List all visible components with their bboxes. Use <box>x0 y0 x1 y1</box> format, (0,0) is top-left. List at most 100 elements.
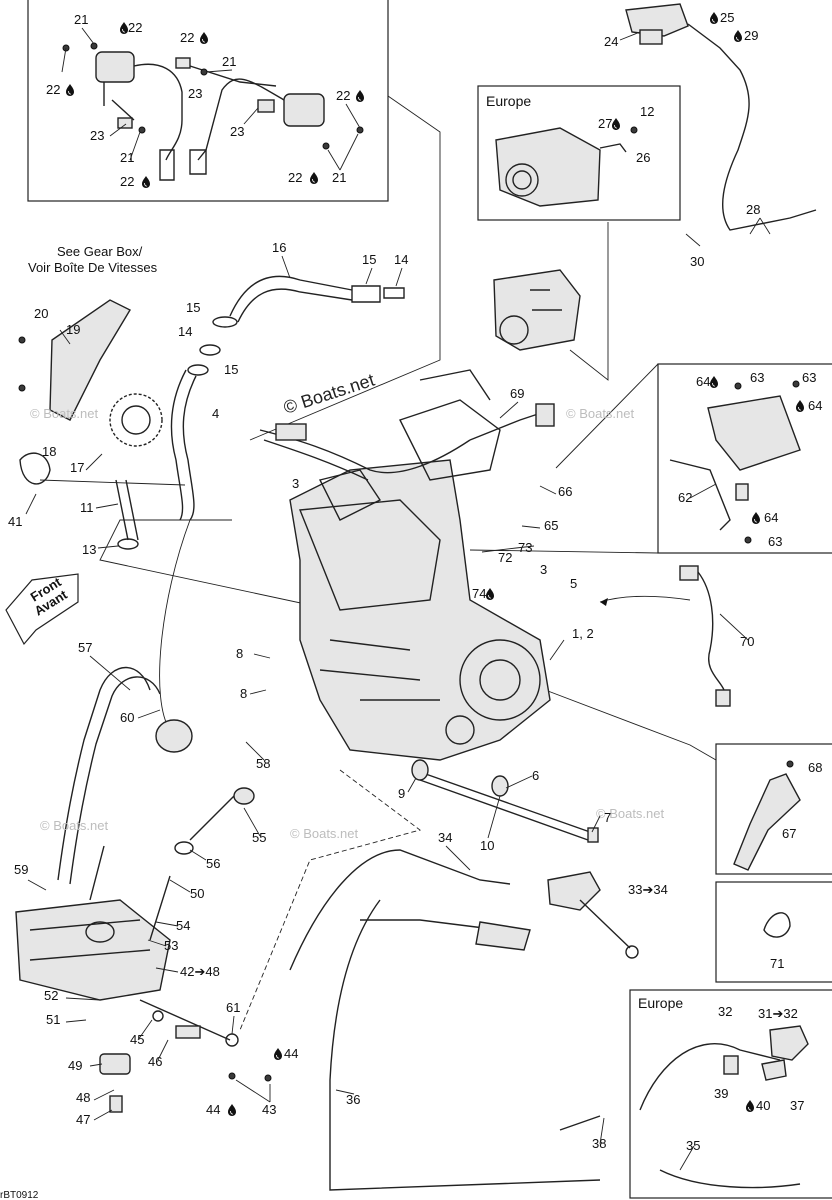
callout: 67 <box>782 826 796 841</box>
callout: 34 <box>438 830 452 845</box>
callout: 41 <box>8 514 22 529</box>
callout: 9 <box>398 786 405 801</box>
callout: 22 <box>46 82 60 97</box>
callout: 17 <box>70 460 84 475</box>
callout: 3 <box>540 562 547 577</box>
throttle-position-sensor <box>625 3 817 231</box>
bolt-7 <box>419 771 599 843</box>
drop-icon <box>273 1047 283 1061</box>
callout: 15 <box>362 252 376 267</box>
drop-icon <box>485 587 495 601</box>
callout: 63 <box>750 370 764 385</box>
callout: 73 <box>518 540 532 555</box>
coil-bolts <box>62 42 364 150</box>
callouts: 21 22 22 22 21 23 22 23 21 22 23 22 21 2… <box>8 10 822 1153</box>
drop-icon <box>709 11 719 25</box>
clutch-lever-33 <box>475 871 639 959</box>
callout: 1, 2 <box>572 626 594 641</box>
callout: 13 <box>82 542 96 557</box>
drop-icon <box>733 29 743 43</box>
callout: 63 <box>802 370 816 385</box>
callout: 57 <box>78 640 92 655</box>
callout: 53 <box>164 938 178 953</box>
callout: 19 <box>66 322 80 337</box>
wiring-harness <box>259 403 555 481</box>
clip-71 <box>763 912 791 938</box>
o-ring-41 <box>19 452 51 485</box>
callout: 18 <box>42 444 56 459</box>
callout: 25 <box>720 10 734 25</box>
callout: 44 <box>284 1046 298 1061</box>
callout: 61 <box>226 1000 240 1015</box>
callout: 62 <box>678 490 692 505</box>
callout: 15 <box>224 362 238 377</box>
callout: 64 <box>696 374 710 389</box>
callout: 31➔32 <box>758 1006 798 1021</box>
callout: 65 <box>544 518 558 533</box>
callout: 72 <box>498 550 512 565</box>
callout: 21 <box>74 12 88 27</box>
callout: 66 <box>558 484 572 499</box>
clutch-cable-36 <box>329 899 601 1191</box>
callout: 22 <box>180 30 194 45</box>
callout: 8 <box>236 646 243 661</box>
europe-title-top: Europe <box>486 93 531 109</box>
europe-title-bottom: Europe <box>638 995 683 1011</box>
callout: 69 <box>510 386 524 401</box>
callout: 51 <box>46 1012 60 1027</box>
coolant-hose-11 <box>115 369 197 541</box>
callout: 23 <box>188 86 202 101</box>
callout: 32 <box>718 1004 732 1019</box>
callout: 28 <box>746 202 760 217</box>
callout: 59 <box>14 862 28 877</box>
callout: 23 <box>230 124 244 139</box>
callout: 35 <box>686 1138 700 1153</box>
callout: 33➔34 <box>628 882 668 897</box>
callout: 47 <box>76 1112 90 1127</box>
callout: 36 <box>346 1092 360 1107</box>
callout: 48 <box>76 1090 90 1105</box>
watermark-faint-3: © Boats.net <box>40 818 109 833</box>
callout: 27 <box>598 116 612 131</box>
europe-clutch-assembly <box>639 1025 809 1189</box>
sensor-70 <box>599 565 731 707</box>
callout: 54 <box>176 918 190 933</box>
europe-clutch-inset-frame <box>629 989 832 1199</box>
callout: 58 <box>256 756 270 771</box>
see-gear-box-line1: See Gear Box/ <box>57 244 143 259</box>
callout: 56 <box>206 856 220 871</box>
callout: 30 <box>690 254 704 269</box>
callout: 42➔48 <box>180 964 220 979</box>
callout: 23 <box>90 128 104 143</box>
callout: 38 <box>592 1136 606 1151</box>
callout: 49 <box>68 1058 82 1073</box>
callout: 22 <box>120 174 134 189</box>
watermark-faint-1: © Boats.net <box>30 406 99 421</box>
callout: 14 <box>394 252 408 267</box>
callout: 70 <box>740 634 754 649</box>
callout: 68 <box>808 760 822 775</box>
ignition-coil-inset-frame <box>27 0 389 202</box>
callout: 20 <box>34 306 48 321</box>
bushing-9 <box>411 759 509 797</box>
callout: 5 <box>570 576 577 591</box>
watermark-main: © Boats.net <box>281 370 377 418</box>
drawing-code: rBT0912 <box>0 1190 39 1200</box>
hose-57 <box>57 666 193 885</box>
callout: 43 <box>262 1102 276 1117</box>
callout: 7 <box>604 810 611 825</box>
watermark-faint-5: © Boats.net <box>596 806 665 821</box>
callout: 16 <box>272 240 286 255</box>
front-direction-arrow <box>5 573 79 646</box>
callout: 24 <box>604 34 618 49</box>
callout: 55 <box>252 830 266 845</box>
coolant-hose-16 <box>229 275 405 323</box>
callout: 21 <box>222 54 236 69</box>
callout: 22 <box>288 170 302 185</box>
callout: 6 <box>532 768 539 783</box>
callout: 64 <box>808 398 822 413</box>
callout: 12 <box>640 104 654 119</box>
callout: 39 <box>714 1086 728 1101</box>
callout: 26 <box>636 150 650 165</box>
